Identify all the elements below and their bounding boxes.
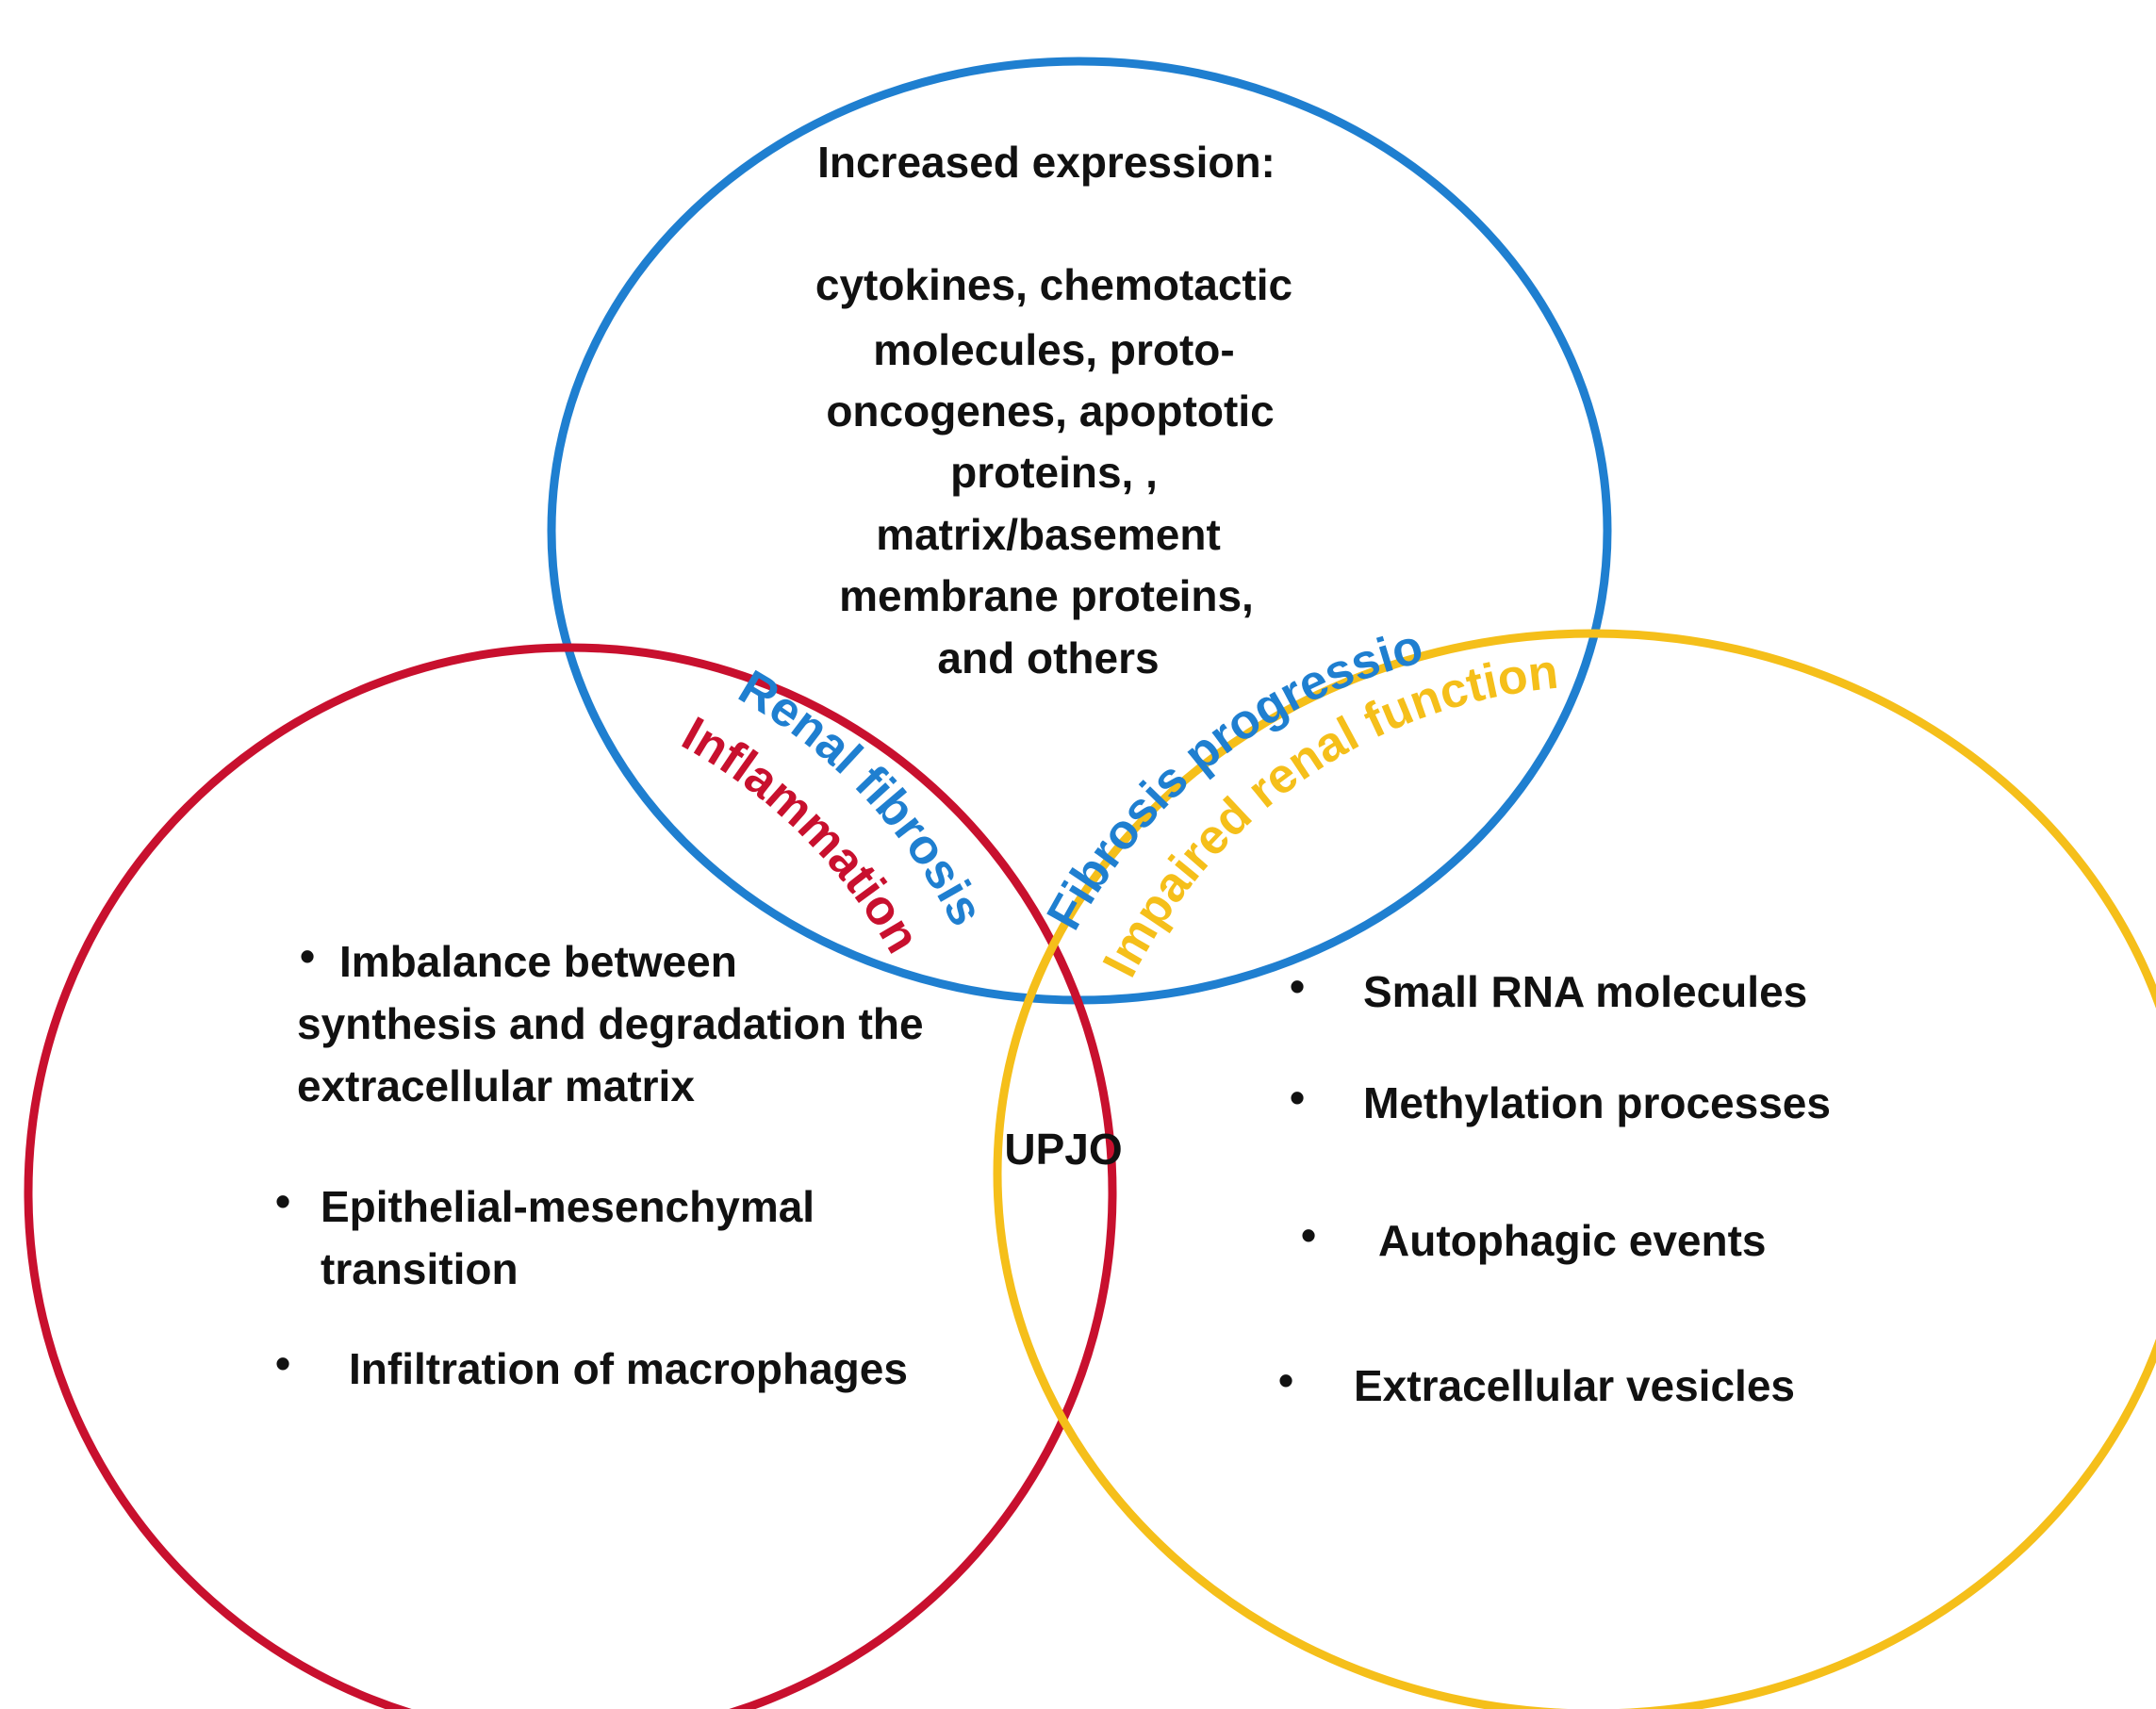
top-circle-line: proteins, , (950, 448, 1158, 497)
top-circle-line: molecules, proto- (873, 325, 1234, 374)
right-item: Autophagic events (1378, 1216, 1767, 1265)
right-bullet-symbol: • (1301, 1210, 1316, 1259)
right-item: Methylation processes (1363, 1078, 1831, 1127)
right-item: Small RNA molecules (1363, 967, 1807, 1016)
left-item-line: extracellular matrix (297, 1061, 695, 1110)
left-bullet-symbol: • (300, 931, 315, 980)
top-circle-line: oncogenes, apoptotic (826, 386, 1274, 435)
top-circle-heading: Increased expression: (817, 138, 1275, 187)
right-bullet-symbol: • (1290, 961, 1305, 1011)
left-bullet-symbol: • (275, 1339, 290, 1388)
top-circle-line: and others (937, 633, 1159, 682)
left-item-line: Imbalance between (339, 937, 737, 986)
center-label: UPJO (1004, 1125, 1122, 1174)
left-circle (24, 643, 1117, 1709)
left-item-line: Epithelial-mesenchymal (321, 1182, 815, 1231)
left-bullet-symbol: • (275, 1176, 290, 1225)
top-circle-line: cytokines, chemotactic (815, 260, 1292, 309)
left-item-line: transition (321, 1244, 518, 1293)
right-item: Extracellular vesicles (1354, 1361, 1795, 1410)
right-bullet-symbol: • (1278, 1356, 1293, 1405)
top-circle-line: membrane proteins, (839, 571, 1254, 620)
top-circle-line: matrix/basement (876, 510, 1221, 559)
left-item-line: Infiltration of macrophages (349, 1344, 908, 1393)
right-circle (993, 629, 2156, 1709)
left-item-line: synthesis and degradation the (297, 999, 924, 1048)
right-bullet-symbol: • (1290, 1073, 1305, 1122)
